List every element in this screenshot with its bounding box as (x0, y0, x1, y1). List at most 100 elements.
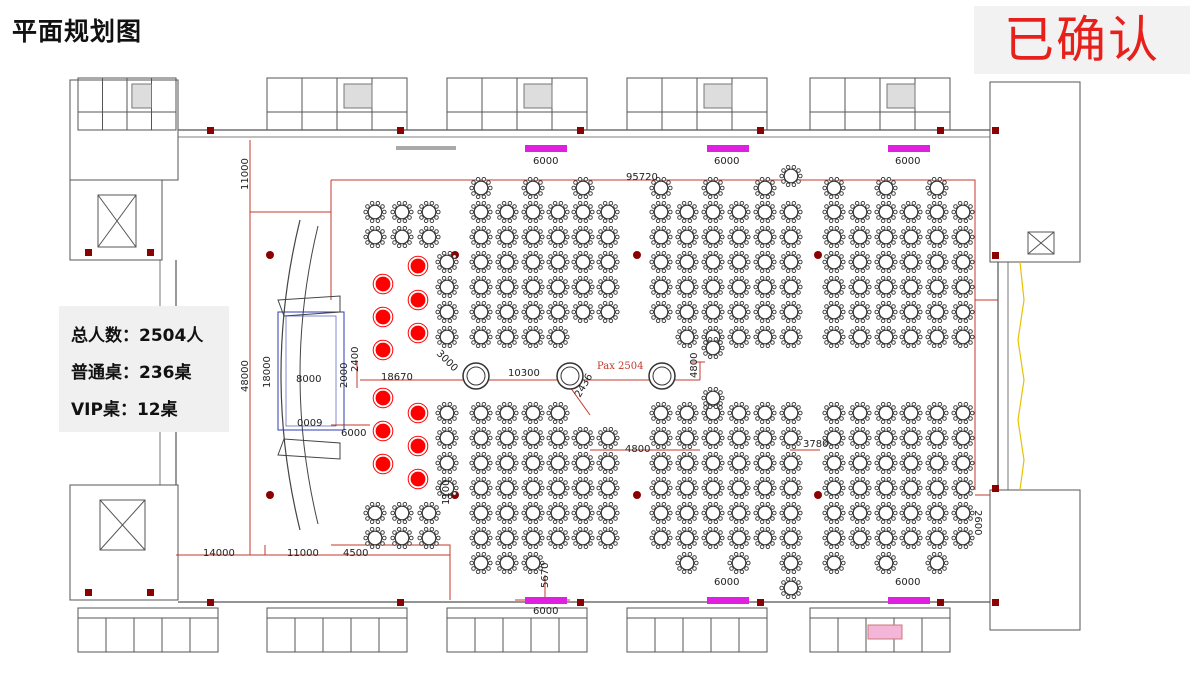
chair (512, 329, 517, 334)
chair (968, 204, 973, 209)
chair (785, 343, 791, 349)
chair (899, 259, 904, 265)
chair (707, 225, 713, 231)
chair (848, 435, 853, 441)
round-table (727, 401, 751, 425)
chair (707, 318, 713, 324)
chair (839, 180, 844, 185)
chair (703, 254, 708, 259)
chair (512, 315, 517, 320)
chair (739, 293, 745, 299)
chair (423, 225, 429, 231)
chair (957, 476, 963, 482)
table-top (550, 455, 566, 471)
chair (886, 293, 892, 299)
chair (828, 544, 834, 550)
chair (968, 480, 973, 485)
table-top (783, 204, 799, 220)
chair (613, 480, 618, 485)
chair (772, 234, 777, 240)
round-table (779, 325, 803, 349)
chair (729, 229, 734, 234)
chair (931, 544, 937, 550)
chair (854, 318, 860, 324)
chair (703, 329, 708, 334)
chair (968, 290, 973, 295)
chair (755, 530, 760, 535)
chair (931, 176, 937, 182)
chair (968, 530, 973, 535)
stage-ramp-bottom (277, 438, 341, 460)
table-top (653, 279, 669, 295)
chair (727, 284, 732, 290)
chair (588, 516, 593, 521)
chair (834, 544, 840, 550)
table-top (826, 204, 842, 220)
chair (548, 329, 553, 334)
chair (927, 405, 932, 410)
round-table (469, 501, 493, 525)
table-top (878, 180, 894, 196)
chair (523, 530, 528, 535)
round-table (701, 451, 725, 475)
chair (469, 560, 474, 566)
round-table (546, 225, 570, 249)
chair (409, 535, 414, 541)
chair (488, 234, 493, 240)
chair (718, 204, 723, 209)
chair (876, 180, 881, 185)
chair (501, 343, 507, 349)
table-top (903, 455, 919, 471)
chair (822, 535, 827, 541)
chair (435, 485, 440, 491)
chair (850, 530, 855, 535)
chair (471, 516, 476, 521)
chair (677, 516, 682, 521)
round-table (521, 551, 545, 575)
chair (596, 510, 601, 516)
chair (471, 229, 476, 234)
chair (867, 209, 872, 215)
chair (880, 194, 886, 200)
chair (681, 401, 687, 407)
chair (527, 569, 533, 575)
chair (905, 401, 911, 407)
chair (905, 318, 911, 324)
round-table (779, 225, 803, 249)
chair (598, 265, 603, 270)
chair (533, 469, 539, 475)
chair (791, 444, 797, 450)
chair (613, 265, 618, 270)
chair (733, 243, 739, 249)
chair (755, 466, 760, 471)
chair (772, 535, 777, 541)
chair (521, 560, 526, 566)
chair (886, 551, 892, 557)
chair (848, 309, 853, 315)
chair (441, 476, 447, 482)
chair (860, 544, 866, 550)
chair (905, 343, 911, 349)
vip-table-ring (372, 453, 394, 475)
vip-table-ring (407, 402, 429, 424)
chair (447, 275, 453, 281)
chair (880, 419, 886, 425)
chair (942, 240, 947, 245)
chair (590, 460, 595, 466)
chair (563, 315, 568, 320)
chair (876, 416, 881, 421)
table-top (878, 455, 894, 471)
chair (382, 209, 387, 215)
chair (953, 441, 958, 446)
chair (552, 318, 558, 324)
round-table (753, 200, 777, 224)
chair (527, 194, 533, 200)
chair (666, 530, 671, 535)
chair (727, 460, 732, 466)
chair (785, 519, 791, 525)
stage-area (277, 219, 345, 531)
round-table (521, 225, 545, 249)
round-table (848, 275, 872, 299)
chair (718, 541, 723, 546)
chair (867, 410, 872, 416)
